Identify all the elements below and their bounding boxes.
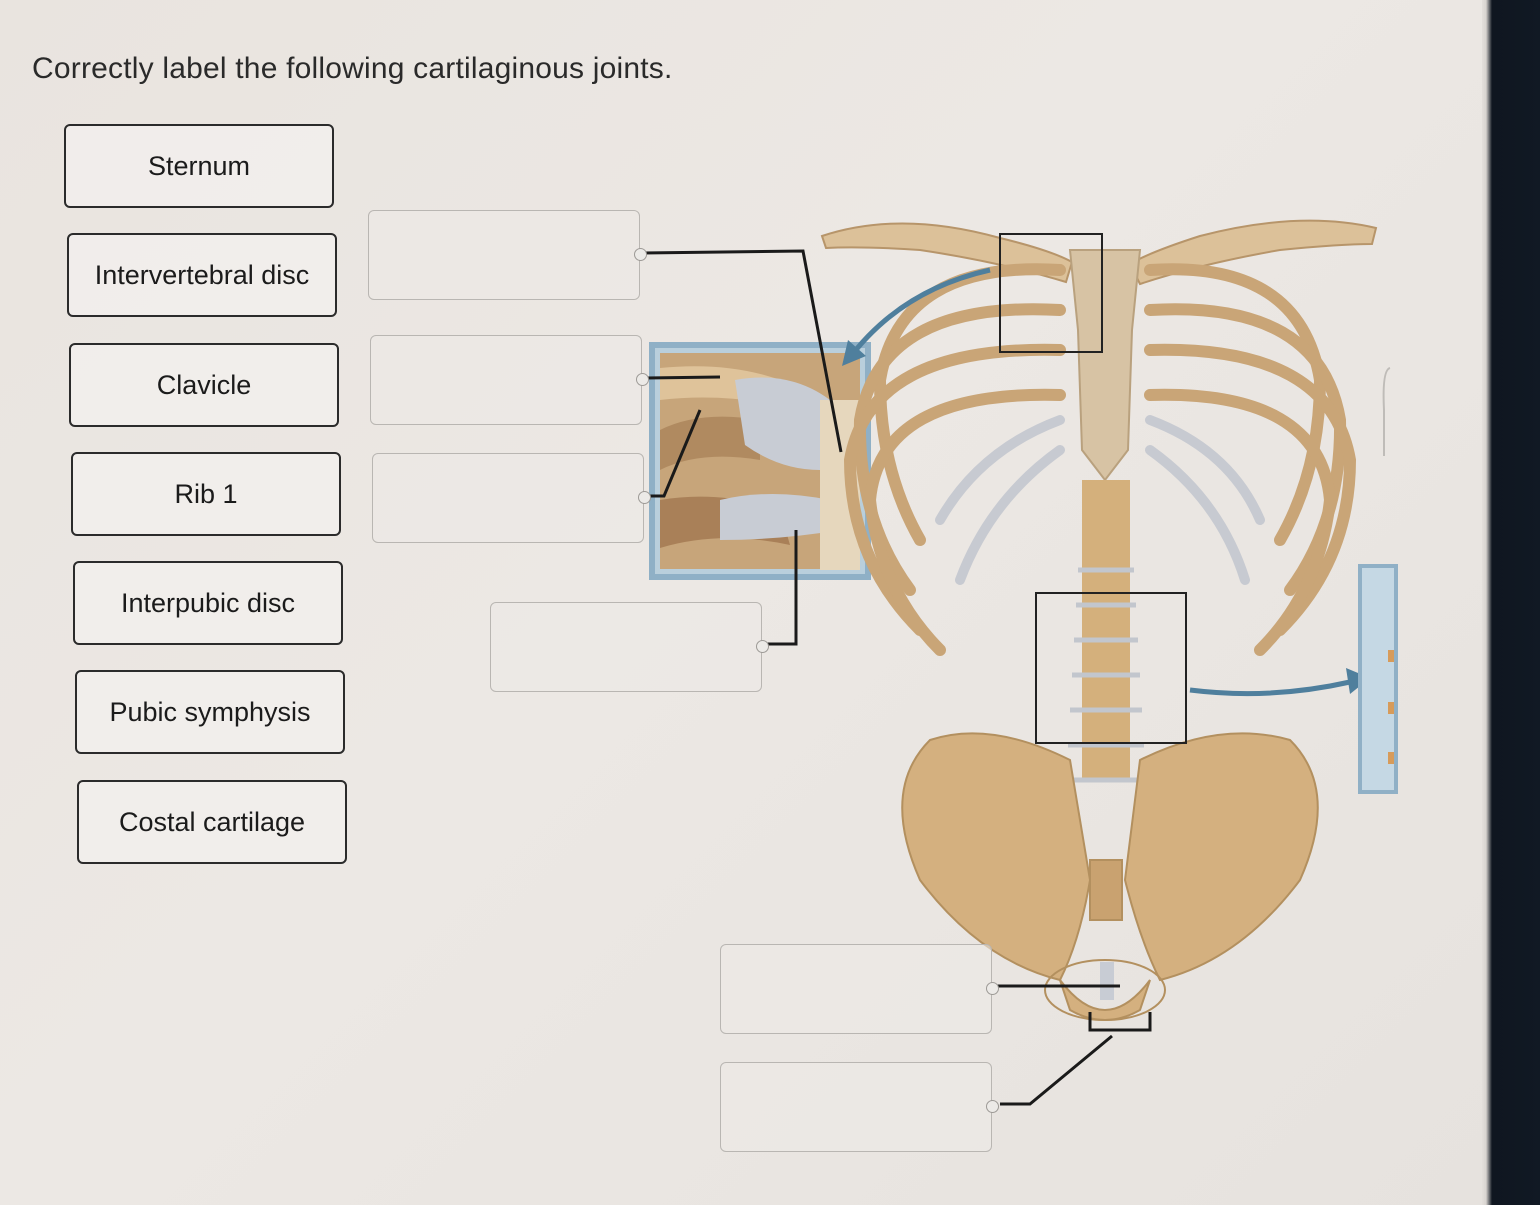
sternoclavicular-inset bbox=[649, 342, 871, 580]
drop-target-4[interactable] bbox=[490, 602, 769, 692]
drop-target-3-anchor bbox=[638, 491, 651, 504]
drop-target-2[interactable] bbox=[370, 335, 649, 425]
drop-target-2-anchor bbox=[636, 373, 649, 386]
drop-target-6[interactable] bbox=[720, 1062, 999, 1152]
pelvis bbox=[901, 732, 1319, 1021]
drop-target-4-anchor bbox=[756, 640, 769, 653]
label-chip-pubic-symphysis[interactable]: Pubic symphysis bbox=[75, 670, 345, 754]
sternum-bone bbox=[1068, 249, 1142, 482]
monitor-bezel bbox=[1482, 0, 1540, 1205]
label-chip-clavicle[interactable]: Clavicle bbox=[69, 343, 339, 427]
question-prompt: Correctly label the following cartilagin… bbox=[32, 52, 673, 85]
drop-target-3[interactable] bbox=[372, 453, 651, 543]
vertebral-column bbox=[1068, 480, 1144, 783]
sternoclavicular-focus-box bbox=[999, 233, 1103, 353]
label-chip-intervertebral-disc[interactable]: Intervertebral disc bbox=[67, 233, 337, 317]
leader-lines bbox=[642, 249, 1152, 1106]
partial-panel-edge bbox=[1382, 367, 1391, 456]
label-chip-costal-cartilage[interactable]: Costal cartilage bbox=[77, 780, 347, 864]
rib-cage bbox=[843, 263, 1357, 656]
inset-arrow bbox=[845, 267, 991, 362]
label-chip-sternum[interactable]: Sternum bbox=[64, 124, 334, 208]
inset-arrowhead bbox=[842, 340, 866, 366]
drop-target-1-anchor bbox=[634, 248, 647, 261]
label-chip-rib-1[interactable]: Rib 1 bbox=[71, 452, 341, 536]
drop-target-5-anchor bbox=[986, 982, 999, 995]
drop-target-1[interactable] bbox=[368, 210, 647, 300]
side-arrow bbox=[1189, 679, 1351, 697]
label-chip-interpubic-disc[interactable]: Interpubic disc bbox=[73, 561, 343, 645]
pubic-symphysis-cartilage bbox=[1100, 962, 1114, 1000]
drop-target-6-anchor bbox=[986, 1100, 999, 1113]
drop-target-5[interactable] bbox=[720, 944, 999, 1034]
intervertebral-focus-box bbox=[1035, 592, 1187, 744]
